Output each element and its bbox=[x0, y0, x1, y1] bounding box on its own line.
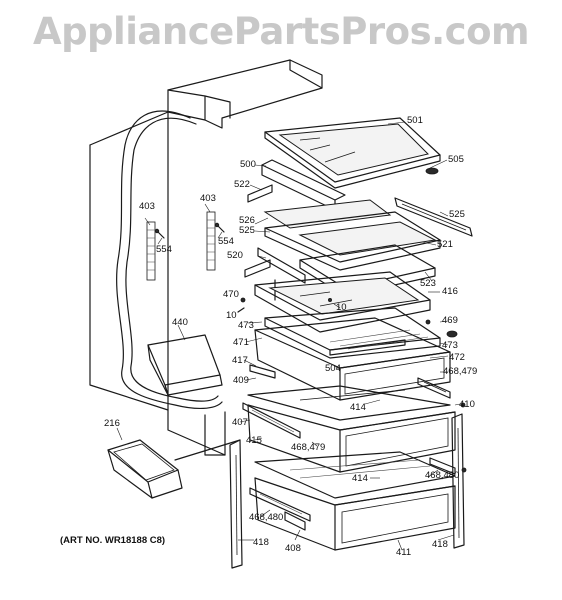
callout-523: 523 bbox=[420, 278, 436, 289]
callout-10-right: 10 bbox=[336, 302, 347, 313]
callout-554-left: 554 bbox=[156, 244, 172, 255]
shelf-416 bbox=[254, 271, 431, 333]
callout-526: 526 bbox=[239, 215, 255, 226]
callout-410: 410 bbox=[459, 399, 475, 410]
crisper-cover-471 bbox=[264, 307, 458, 359]
callout-409: 409 bbox=[233, 375, 249, 386]
callout-521: 521 bbox=[437, 239, 453, 250]
callout-470: 470 bbox=[223, 289, 239, 300]
bracket-418-right bbox=[451, 402, 467, 549]
slide-468-479-upper bbox=[417, 377, 451, 399]
callout-468-480-left: 468,480 bbox=[249, 512, 284, 523]
callout-415: 415 bbox=[246, 435, 262, 446]
cap-505 bbox=[425, 167, 439, 175]
callout-520: 520 bbox=[227, 250, 243, 261]
callout-411: 411 bbox=[396, 547, 412, 558]
pins-10-470 bbox=[237, 297, 332, 313]
shelf-521 bbox=[264, 211, 441, 271]
slide-468-480-left bbox=[249, 487, 311, 531]
bracket-418-left bbox=[229, 439, 243, 569]
watermark-logo: AppliancePartsPros.com bbox=[32, 10, 530, 53]
callout-418-right: 418 bbox=[432, 539, 448, 550]
shelf-501 bbox=[264, 117, 441, 189]
leader-lines bbox=[116, 121, 461, 551]
callout-414-upper: 414 bbox=[350, 402, 366, 413]
door-gasket bbox=[116, 110, 223, 409]
callout-407: 407 bbox=[232, 417, 248, 428]
callout-216: 216 bbox=[104, 418, 120, 429]
callout-501: 501 bbox=[407, 115, 423, 126]
callout-416: 416 bbox=[442, 286, 458, 297]
callout-525-right: 525 bbox=[449, 209, 465, 220]
callout-471: 471 bbox=[233, 337, 249, 348]
callout-472: 472 bbox=[449, 352, 465, 363]
callout-440: 440 bbox=[172, 317, 188, 328]
rail-417 bbox=[249, 364, 276, 379]
drawer-lower bbox=[254, 451, 456, 551]
bin-216 bbox=[107, 439, 183, 499]
callout-500: 500 bbox=[240, 159, 256, 170]
shelf-526 bbox=[263, 199, 392, 229]
callout-473-left: 473 bbox=[238, 320, 254, 331]
drawer-middle bbox=[247, 385, 456, 473]
callout-525-left: 525 bbox=[239, 225, 255, 236]
slide-468-480-right bbox=[429, 457, 456, 475]
screw-554 bbox=[154, 222, 225, 239]
callout-414-lower: 414 bbox=[352, 473, 368, 484]
callout-10-left: 10 bbox=[226, 310, 237, 321]
callout-504: 504 bbox=[325, 363, 341, 374]
callout-408: 408 bbox=[285, 543, 301, 554]
callout-522: 522 bbox=[234, 179, 250, 190]
callout-473-right: 473 bbox=[442, 340, 458, 351]
callout-403-right: 403 bbox=[200, 193, 216, 204]
cover-440 bbox=[147, 334, 223, 396]
shelf-ladder-right bbox=[206, 211, 216, 271]
rail-525 bbox=[394, 197, 473, 237]
callout-505: 505 bbox=[448, 154, 464, 165]
callout-554-right: 554 bbox=[218, 236, 234, 247]
callout-468-479-upper: 468,479 bbox=[443, 366, 478, 377]
callout-468-480-right: 468,480 bbox=[425, 470, 460, 481]
callout-469: 469 bbox=[442, 315, 458, 326]
cabinet-outline bbox=[89, 59, 323, 461]
callout-417: 417 bbox=[232, 355, 248, 366]
art-number: (ART NO. WR18188 C8) bbox=[60, 535, 166, 546]
callout-403-left: 403 bbox=[139, 201, 155, 212]
slide-407 bbox=[242, 402, 301, 439]
callout-418-left: 418 bbox=[253, 537, 269, 548]
shelf-ladder-left bbox=[146, 221, 156, 281]
callout-468-479-lower: 468,479 bbox=[291, 442, 326, 453]
